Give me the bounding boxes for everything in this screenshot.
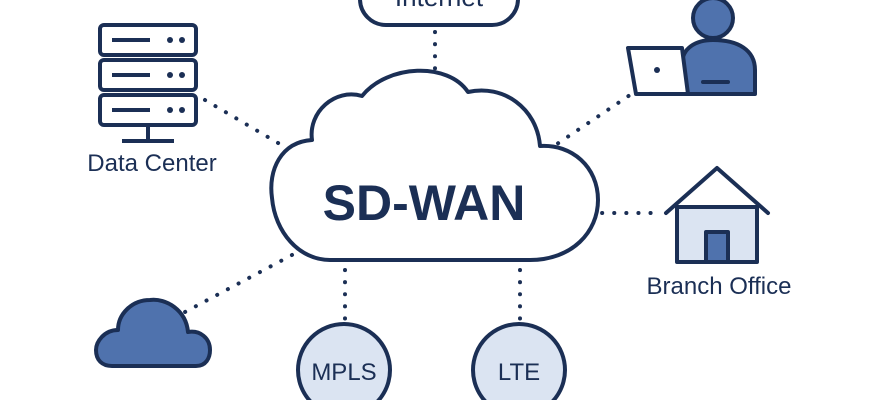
connector-data-center xyxy=(203,98,292,152)
data-center-label: Data Center xyxy=(87,150,216,177)
sdwan-cloud-shape xyxy=(269,68,600,262)
lte-node: LTE xyxy=(471,322,567,400)
server-status-lights xyxy=(167,37,185,113)
cloud-icon xyxy=(94,297,212,368)
house-icon xyxy=(664,166,770,264)
internet-node: Internet xyxy=(358,0,520,27)
connector-remote-user xyxy=(546,93,632,152)
connector-cloud xyxy=(183,253,294,314)
remote-user-icon xyxy=(626,0,757,96)
branch-office-label: Branch Office xyxy=(647,273,792,300)
server-rack-icon xyxy=(98,23,198,143)
mpls-label: MPLS xyxy=(311,359,376,386)
center-label: SD-WAN xyxy=(323,175,526,231)
mpls-node: MPLS xyxy=(296,322,392,400)
internet-label: Internet xyxy=(395,0,484,12)
lte-label: LTE xyxy=(498,359,540,386)
